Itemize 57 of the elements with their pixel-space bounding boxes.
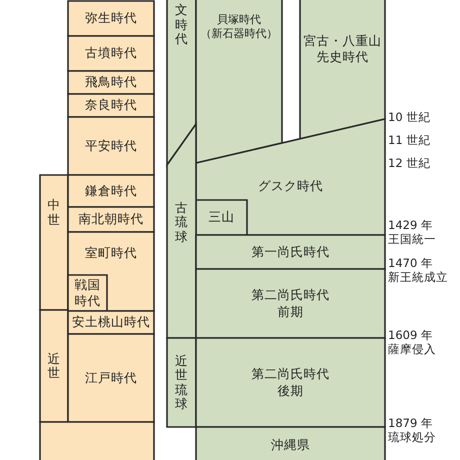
period-label: 奈良時代 (85, 97, 137, 114)
era-label: 近世琉球 (174, 354, 188, 412)
era-column-box (167, 338, 196, 427)
date-label: 1429 年 (388, 218, 433, 232)
era-label: 文時代 (174, 3, 188, 47)
era-column-box (40, 175, 68, 310)
period-label: （新石器時代） (200, 27, 278, 42)
period-label: 三山 (208, 209, 234, 226)
period-box (68, 175, 154, 207)
era-column-box (40, 310, 68, 422)
period-label: 戦国時代 (74, 276, 102, 310)
date-label: 1609 年 (388, 328, 433, 342)
era-label: 近世 (47, 352, 61, 380)
period-label: 江戸時代 (85, 370, 137, 386)
period-label: 貝塚時代 (217, 12, 261, 27)
blank-box (40, 422, 154, 460)
period-label: 室町時代 (85, 245, 137, 262)
period-box (68, 117, 154, 175)
date-label: 1879 年 (388, 416, 433, 430)
period-box (68, 311, 154, 334)
period-box (68, 94, 154, 117)
date-label: 王国統一 (388, 232, 436, 246)
period-label: 沖縄県 (271, 436, 310, 454)
period-box (196, 200, 247, 235)
date-label: 12 世紀 (388, 156, 430, 170)
period-box (68, 334, 154, 422)
date-label: 薩摩侵入 (388, 342, 436, 356)
date-label: 新王統成立 (388, 270, 448, 284)
period-box (300, 0, 385, 141)
date-label: 10 世紀 (388, 110, 430, 124)
period-box (68, 71, 154, 94)
period-box (68, 275, 107, 311)
period-box (196, 235, 385, 269)
period-label: 安土桃山時代 (72, 314, 150, 331)
period-label: 宮古・八重山先史時代 (302, 32, 382, 66)
period-label: グスク時代 (258, 178, 323, 194)
period-label: 第二尚氏時代 (252, 366, 330, 382)
period-label: 第二尚氏時代 (252, 287, 330, 304)
period-box (68, 36, 154, 71)
date-label: 1470 年 (388, 256, 433, 270)
period-label: 第一尚氏時代 (252, 244, 330, 260)
period-box (196, 269, 385, 338)
era-label: 古琉球 (174, 200, 188, 244)
period-label: 平安時代 (85, 138, 137, 154)
period-label: 前期 (278, 304, 304, 320)
date-label: 琉球処分 (388, 430, 436, 444)
period-box (68, 1, 154, 36)
period-label: 後期 (278, 382, 304, 399)
period-label: 古墳時代 (85, 45, 137, 62)
period-box (68, 232, 154, 311)
date-label: 11 世紀 (388, 133, 430, 148)
period-label: 飛鳥時代 (85, 74, 137, 91)
period-label: 鎌倉時代 (85, 182, 137, 200)
era-label: 中世 (47, 198, 61, 227)
period-label: 弥生時代 (85, 10, 137, 27)
period-label: 南北朝時代 (78, 211, 144, 228)
period-box (68, 207, 154, 232)
